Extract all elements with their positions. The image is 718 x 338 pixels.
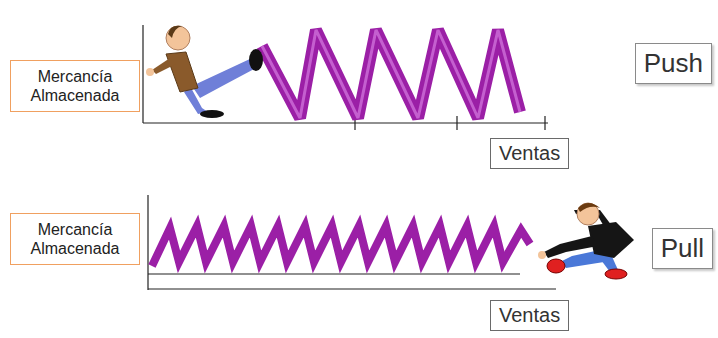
stock-axis: [147, 195, 148, 290]
stock-zigzag: [152, 226, 530, 266]
shoe: [249, 49, 263, 71]
zigzag-highlight: [262, 30, 520, 118]
sales-axis: [143, 122, 548, 123]
box-label: Push: [644, 48, 703, 79]
axis-tick: [456, 116, 457, 130]
sales-axis: [148, 273, 520, 274]
box-label: Mercancía Almacenada: [19, 220, 131, 258]
box-label: Mercancía Almacenada: [19, 67, 131, 105]
sales-box: Ventas: [490, 138, 569, 169]
axis-tick: [544, 116, 545, 130]
strategy-box: Push: [635, 43, 712, 84]
kicking-man: [146, 26, 263, 118]
arm: [544, 236, 598, 258]
box-label: Ventas: [499, 142, 560, 165]
box-label: Pull: [661, 233, 704, 264]
pulling-man: [538, 203, 634, 279]
head: [577, 203, 599, 225]
sales-axis: [148, 288, 556, 289]
sales-box: Ventas: [490, 300, 569, 331]
shoe: [547, 259, 565, 273]
stock-box: Mercancía Almacenada: [10, 213, 140, 265]
strategy-box: Pull: [652, 228, 713, 269]
stock-box: Mercancía Almacenada: [10, 60, 140, 112]
box-label: Ventas: [499, 304, 560, 327]
shoe: [200, 110, 224, 118]
stock-axis: [142, 25, 143, 123]
stock-zigzag: [262, 30, 520, 118]
hair: [168, 26, 182, 38]
head: [166, 26, 190, 50]
kicking-leg: [192, 58, 256, 98]
shoe: [605, 269, 627, 279]
jacket: [588, 222, 634, 258]
jacket: [166, 52, 198, 92]
hand: [146, 68, 154, 76]
arm: [152, 58, 176, 74]
hair: [578, 203, 600, 212]
hand: [538, 251, 546, 259]
